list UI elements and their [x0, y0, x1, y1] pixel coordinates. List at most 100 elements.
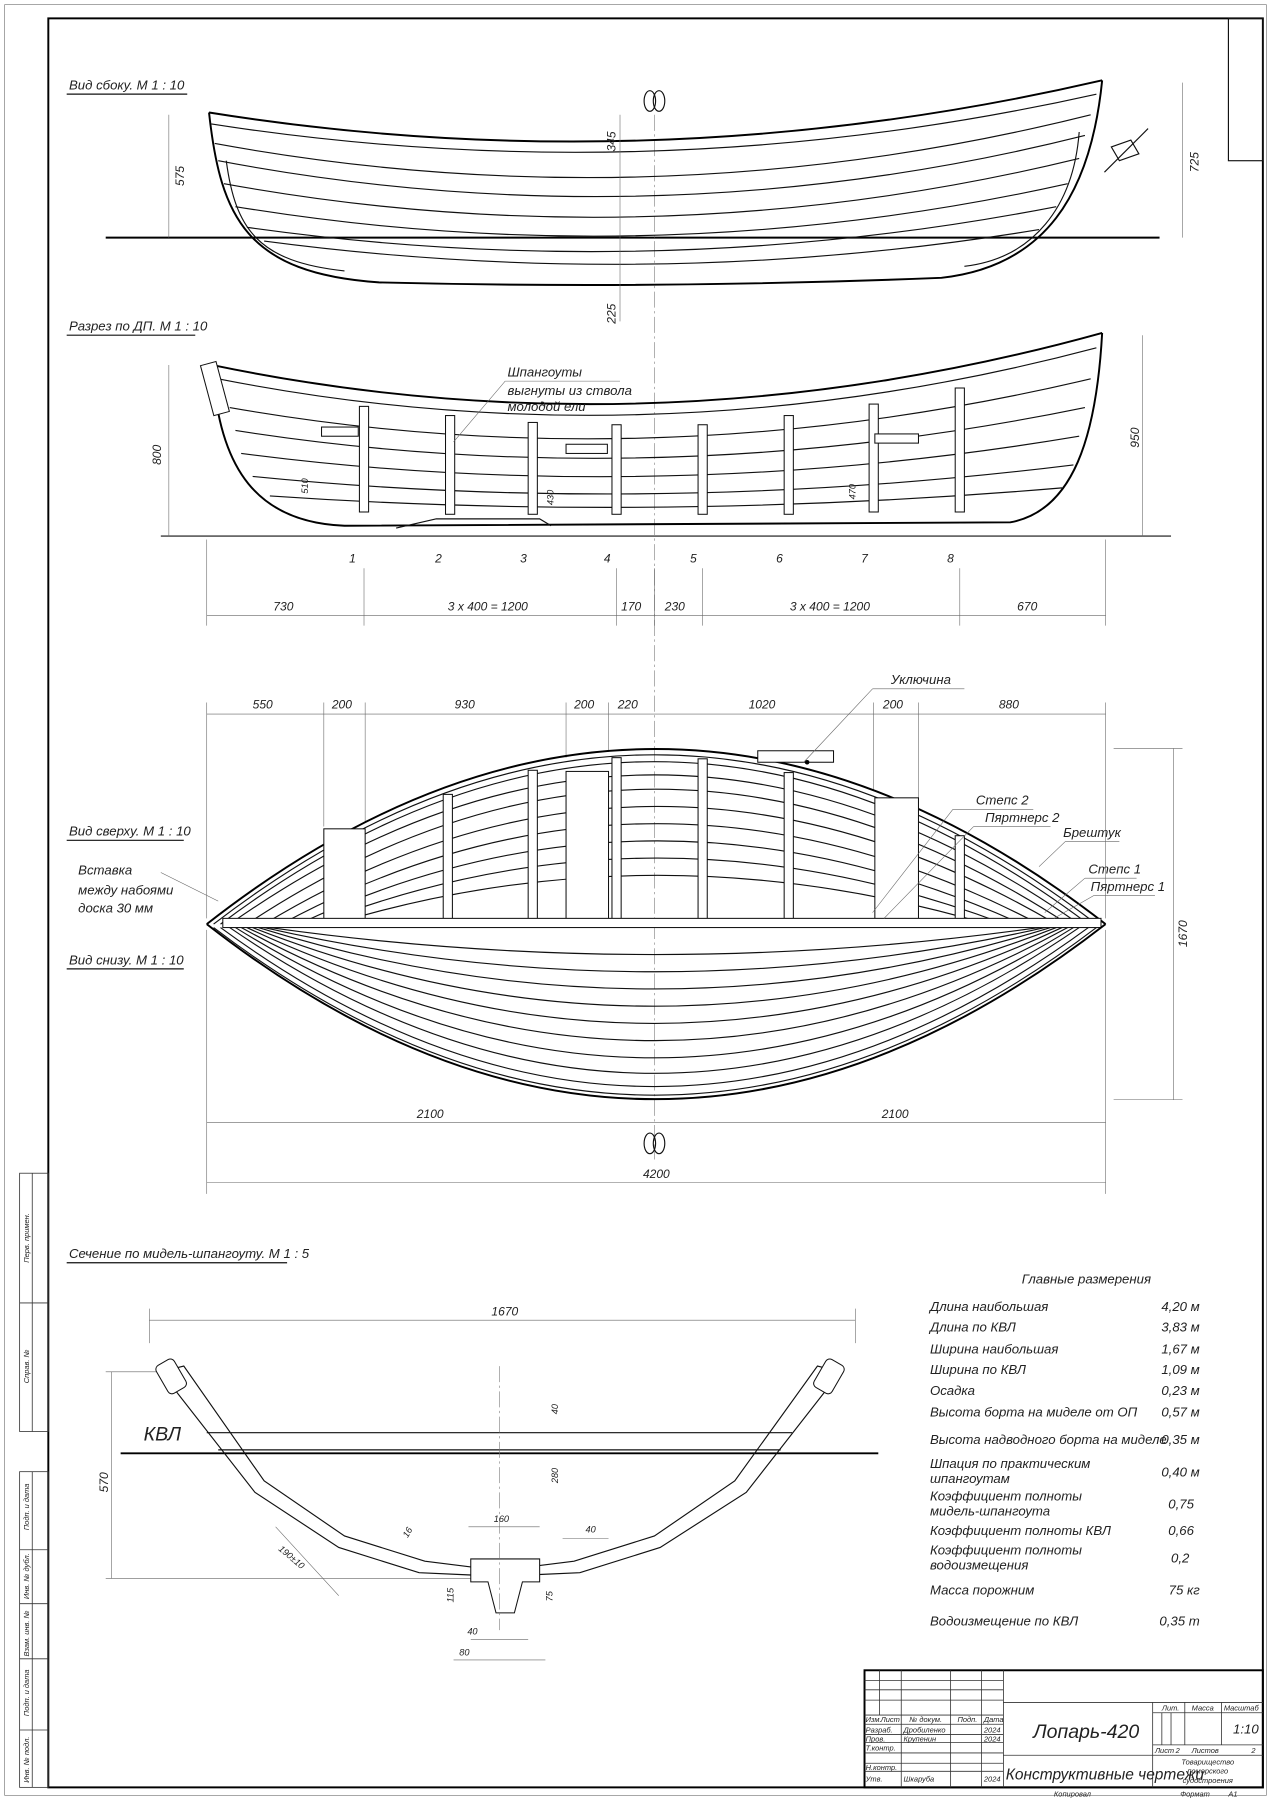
dim-950: 950: [1128, 427, 1142, 447]
tb-norm-control: Н.контр.: [866, 1763, 898, 1772]
dim-row-label: Коэффициент полноты: [930, 1542, 1082, 1557]
callout-insert: Вставка: [78, 863, 132, 878]
tb-org: судостроения: [1183, 1776, 1233, 1785]
dim-row-value: 1,09 м: [1161, 1362, 1199, 1377]
side-view-title: Вид сбоку. М 1 : 10: [69, 78, 185, 93]
frame-number: 3: [520, 552, 527, 566]
dim-beam-1670: 1670: [1176, 920, 1190, 947]
frame-number: 5: [690, 552, 697, 566]
dim-930: 930: [455, 697, 475, 711]
dim-row-value: 0,35 т: [1159, 1614, 1199, 1629]
dim-row-label: Длина наибольшая: [928, 1299, 1048, 1314]
dim-115: 115: [446, 1587, 456, 1603]
stamp-replace-inv: Взам. инв. №: [22, 1610, 31, 1656]
section-dp-title: Разрез по ДП. М 1 : 10: [69, 319, 208, 334]
dim-230: 230: [664, 600, 685, 614]
tb-header: Лист: [880, 1715, 900, 1724]
dim-730: 730: [273, 600, 293, 614]
dim-row-label: Высота надводного борта на миделе: [930, 1432, 1167, 1447]
tb-scale-label: Масштаб: [1224, 1703, 1260, 1712]
dim-row-value: 0,66: [1168, 1523, 1194, 1538]
dim-row-value: 0,35 м: [1161, 1432, 1199, 1447]
tb-checker: Крупенин: [904, 1734, 937, 1743]
dim-spacing-aft: 3 x 400 = 1200: [448, 600, 528, 614]
dim-row-value: 0,2: [1171, 1550, 1190, 1565]
dim-row-value: 0,57 м: [1161, 1405, 1199, 1420]
dim-row-label: Масса порожним: [930, 1583, 1034, 1598]
plan-view: 550 200 930 200 220 1020 200 880 Вид све…: [66, 672, 1190, 1194]
dim-280: 280: [550, 1467, 560, 1484]
bottom-view-title: Вид снизу. М 1 : 10: [69, 952, 184, 967]
tb-developer: Дробиленко: [903, 1725, 946, 1734]
thwart: [565, 443, 608, 454]
dim-670: 670: [1017, 600, 1037, 614]
dim-row-label: Водоизмещение по КВЛ: [930, 1614, 1079, 1629]
dim-550: 550: [253, 697, 273, 711]
title-block: Изм. Лист № докум. Подп. Дата Разраб. Др…: [863, 1669, 1264, 1799]
stamp-dup-inv: Инв. № дубл.: [22, 1553, 31, 1599]
dim-spacing-fwd: 3 x 400 = 1200: [790, 600, 870, 614]
tb-developed-label: Разраб.: [866, 1725, 893, 1734]
tb-approved-label: Утв.: [865, 1775, 883, 1784]
dim-200: 200: [331, 697, 352, 711]
dim-470: 470: [847, 483, 857, 499]
dim-225: 225: [604, 303, 618, 324]
callout-breasthook: Брештук: [1063, 825, 1121, 840]
tb-org: Товарищество: [1181, 1757, 1234, 1766]
dim-row-label: Длина по КВЛ: [928, 1320, 1017, 1335]
tb-approver: Шкаруба: [904, 1775, 935, 1784]
dim-430: 430: [545, 489, 555, 505]
stamp-sign-date: Подп. и дата: [22, 1670, 31, 1717]
dim-row-label: Осадка: [930, 1383, 975, 1398]
dim-40: 40: [586, 1525, 597, 1535]
dim-170: 170: [621, 600, 641, 614]
tb-header: № докум.: [909, 1715, 942, 1724]
callout-partners-2: Пяртнерс 2: [985, 810, 1060, 825]
dim-row-label: Шпация по практическим: [930, 1456, 1090, 1471]
tb-mass: Масса: [1192, 1703, 1214, 1712]
dim-row-label: Ширина наибольшая: [930, 1341, 1058, 1356]
dim-row-label-cont: шпангоутам: [930, 1471, 1010, 1486]
dim-row-label: Высота борта на миделе от ОП: [930, 1405, 1138, 1420]
dim-16: 16: [401, 1525, 415, 1540]
callout-insert-line1: между набоями: [78, 882, 174, 897]
callout-steps-1: Степс 1: [1088, 862, 1141, 877]
dim-length-4200: 4200: [643, 1167, 670, 1181]
tb-format: A1: [1227, 1790, 1237, 1799]
tb-sheets-no: 2: [1250, 1746, 1256, 1755]
dim-75: 75: [544, 1590, 554, 1601]
tb-lit: Лит.: [1161, 1703, 1179, 1712]
dim-row-value: 3,83 м: [1161, 1320, 1199, 1335]
dim-row-value: 1,67 м: [1161, 1341, 1199, 1356]
tb-sheet-no: 2: [1175, 1746, 1181, 1755]
dim-row-label: Ширина по КВЛ: [930, 1362, 1027, 1377]
tb-header: Дата: [983, 1715, 1004, 1724]
thwart: [321, 426, 359, 437]
frame-number: 2: [434, 552, 442, 566]
midship-symbol: [643, 90, 666, 1155]
callout-frames-line1: выгнуты из ствола: [508, 383, 632, 398]
tb-copied: Копировал: [1054, 1790, 1092, 1799]
callout-frames: Шпангоуты: [508, 365, 583, 380]
thwart: [874, 433, 919, 444]
callout-insert-line2: доска 30 мм: [78, 901, 153, 916]
dim-80: 80: [459, 1647, 470, 1657]
callout-frames-line2: молодой ели: [508, 399, 587, 414]
main-dimensions-title: Главные размерения: [1022, 1271, 1151, 1286]
side-view: Вид сбоку. М 1 : 10 575 725: [66, 78, 1202, 1160]
thwart: [323, 828, 366, 922]
tb-checked-label: Пров.: [866, 1734, 886, 1743]
thwart: [874, 797, 919, 922]
tb-product-name: Лопарь-420: [1031, 1721, 1139, 1743]
callout-steps-2: Степс 2: [976, 793, 1029, 808]
frame-number: 8: [947, 552, 954, 566]
midship-section: Сечение по мидель-шпангоуту. М 1 : 5 167…: [66, 1246, 879, 1661]
stamp-first-use: Перв. примен.: [22, 1213, 31, 1263]
frame-number: 6: [776, 552, 783, 566]
callout-partners-1: Пяртнерс 1: [1091, 879, 1165, 894]
stamp-ref-no: Справ. №: [22, 1349, 31, 1383]
dim-row-label: Коэффициент полноты: [930, 1488, 1082, 1503]
dim-1020: 1020: [749, 697, 776, 711]
stamp-orig-inv: Инв. № подл.: [22, 1737, 31, 1783]
